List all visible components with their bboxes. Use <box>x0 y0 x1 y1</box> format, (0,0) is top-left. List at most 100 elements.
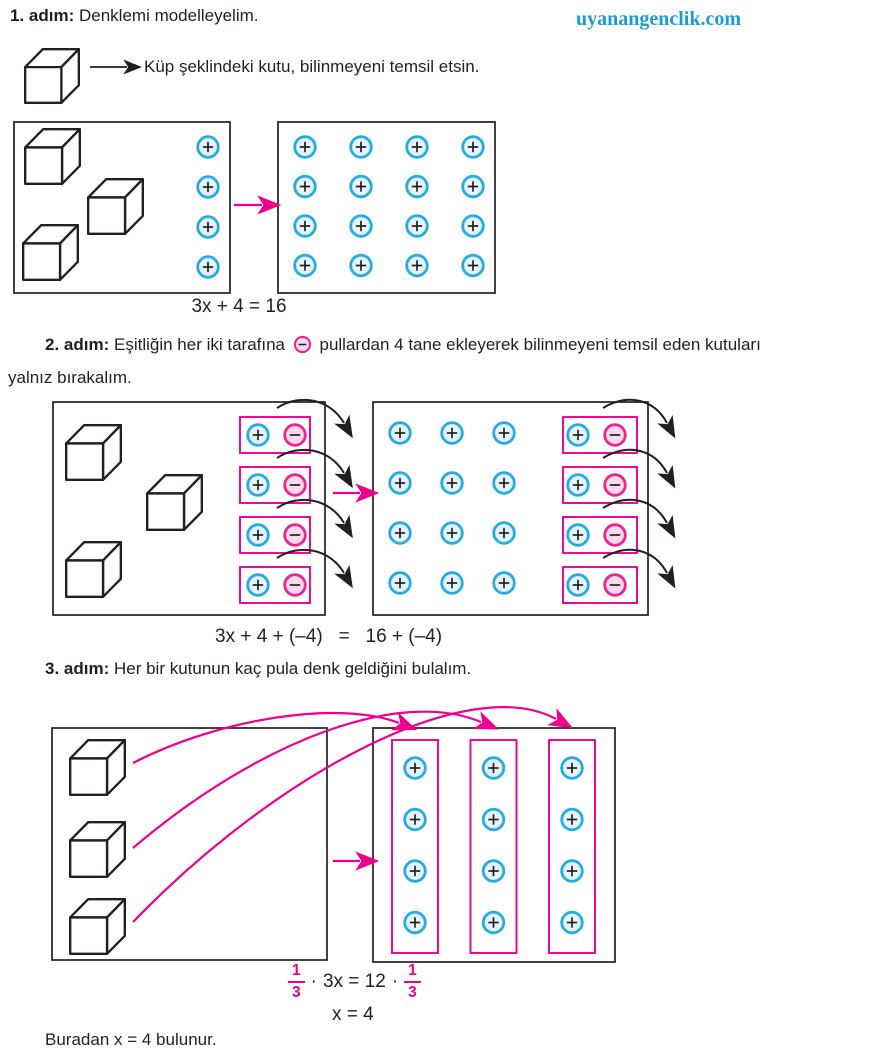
plus-coin-icon <box>405 214 429 238</box>
cube-icon <box>69 821 126 878</box>
minus-coin-icon <box>603 473 627 497</box>
plus-coin-icon <box>349 253 373 278</box>
step2-paragraph-line2: yalnız bırakalım. <box>8 368 132 387</box>
equation-body: 3x = 12 <box>322 970 386 992</box>
plus-coin-icon <box>403 859 427 883</box>
plus-coin-icon <box>293 214 317 238</box>
watermark: uyanangenclik.com <box>576 8 742 30</box>
plus-coin-icon <box>349 174 373 199</box>
step2-equation-caption: 3x + 4 + (–4) = 16 + (–4) <box>215 626 443 647</box>
plus-coin-icon <box>481 807 506 832</box>
cube-icon <box>69 898 126 955</box>
plus-coin-icon <box>440 421 464 445</box>
plus-coin-icon <box>461 135 485 159</box>
step2-right-pair-frames <box>562 416 638 604</box>
plus-coin-icon <box>196 255 220 279</box>
step1-diagram <box>13 121 496 294</box>
plus-coin-icon <box>481 910 506 935</box>
plus-coin-icon <box>481 859 506 883</box>
plus-coin-icon <box>461 214 485 238</box>
cube-icon <box>69 739 126 796</box>
plus-coin-icon <box>405 135 429 159</box>
plus-coin-icon <box>403 910 427 935</box>
multiply-dot: · <box>310 970 317 992</box>
plus-coin-icon <box>560 910 584 935</box>
plus-coin-icon <box>440 521 464 545</box>
step1-label: 1. adım: <box>10 6 75 25</box>
conclusion-text: Buradan x = 4 bulunur. <box>45 1030 217 1049</box>
cube-icon <box>87 178 144 235</box>
plus-coin-icon <box>492 471 516 495</box>
fraction-numerator: 1 <box>288 962 305 983</box>
plus-coin-icon <box>560 807 584 832</box>
step1-title: 1. adım: Denklemi modelleyelim. <box>10 6 259 26</box>
plus-coin-icon <box>405 253 429 278</box>
cube-icon <box>65 541 122 598</box>
plus-coin-icon <box>388 471 412 495</box>
plus-coin-icon <box>246 473 270 497</box>
step2-right-plus-coins <box>388 421 516 595</box>
step2-right-box <box>372 401 649 616</box>
step3-result: x = 4 <box>332 1004 374 1025</box>
minus-coin-icon <box>283 473 307 497</box>
cube-icon <box>65 424 122 481</box>
plus-coin-icon <box>403 756 427 780</box>
plus-coin-icon <box>461 174 485 199</box>
plus-coin-icon <box>481 756 506 780</box>
fraction-one-third: 1 3 <box>288 962 305 1002</box>
plus-coin-icon <box>492 421 516 445</box>
step3-diagram <box>51 706 616 963</box>
fraction-denominator: 3 <box>408 983 417 1001</box>
plus-coin-icon <box>196 215 220 239</box>
plus-coin-icon <box>440 571 464 595</box>
fraction-one-third: 1 3 <box>404 962 421 1002</box>
plus-coin-icon <box>196 175 220 199</box>
step1-title-text: Denklemi modelleyelim. <box>78 6 259 25</box>
minus-coin-icon <box>603 573 627 597</box>
minus-coin-icon <box>283 573 307 597</box>
plus-coin-icon <box>246 573 270 597</box>
legend-cube-figure <box>24 48 142 104</box>
minus-coin-icon <box>603 523 627 547</box>
step3-column-plus-coins <box>403 756 584 935</box>
step3-equation: 1 3 · 3x = 12 · 1 3 <box>288 962 421 1002</box>
plus-coin-icon <box>246 523 270 547</box>
minus-coin-icon <box>283 523 307 547</box>
multiply-dot: · <box>391 970 399 992</box>
plus-coin-icon <box>560 756 584 780</box>
plus-coin-icon <box>440 471 464 495</box>
step3-label: 3. adım: <box>45 659 110 678</box>
cube-icon <box>22 224 79 281</box>
plus-coin-icon <box>349 135 373 159</box>
fraction-denominator: 3 <box>292 983 301 1001</box>
step2-diagram <box>52 398 676 616</box>
fraction-numerator: 1 <box>404 962 421 983</box>
plus-coin-icon <box>196 135 220 159</box>
plus-coin-icon <box>293 135 317 159</box>
plus-coin-icon <box>349 214 373 238</box>
plus-coin-icon <box>405 174 429 199</box>
cube-icon <box>24 128 81 185</box>
step2-left-pair-frames <box>239 416 311 604</box>
plus-coin-icon <box>566 573 590 597</box>
plus-coin-icon <box>388 571 412 595</box>
plus-coin-icon <box>403 807 427 832</box>
plus-coin-icon <box>566 523 590 547</box>
step2-text-before: Eşitliğin her iki tarafına <box>113 335 286 354</box>
step2-left-pair-plus-coins <box>246 423 270 597</box>
plus-coin-icon <box>492 521 516 545</box>
plus-coin-icon <box>246 423 270 447</box>
plus-coin-icon <box>293 253 317 278</box>
plus-coin-icon <box>461 253 485 278</box>
plus-coin-icon <box>293 174 317 199</box>
step1-left-box <box>13 121 231 294</box>
plus-coin-icon <box>492 571 516 595</box>
minus-coin-icon <box>283 423 307 447</box>
step2-left-remove-arrows <box>276 398 353 589</box>
plus-coin-icon <box>388 521 412 545</box>
step2-text-after: pullardan 4 tane ekleyerek bilinmeyeni t… <box>319 335 761 354</box>
cube-icon <box>24 48 80 104</box>
step3-mapping-arrows <box>132 706 574 923</box>
step3-title-text: Her bir kutunun kaç pula denk geldiğini … <box>113 659 472 678</box>
